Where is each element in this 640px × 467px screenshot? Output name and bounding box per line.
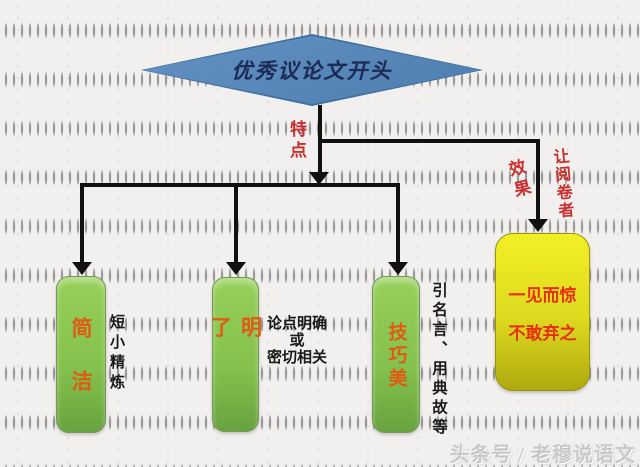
feature-box-jianjie: 简洁 [56, 276, 106, 433]
feature-box-jiqiaomei: 技巧美 [372, 276, 420, 433]
watermark: 头条号 / 老穆说语文 [449, 444, 636, 466]
feature-label: 简洁 [69, 316, 93, 423]
feature-label: 技巧美 [385, 322, 407, 391]
arrowhead-effect-icon [528, 219, 548, 232]
note-mingliao: 论点明确 或 密切相关 [259, 315, 335, 366]
result-line-2: 不敢弃之 [508, 323, 577, 343]
branch-label: 特点 [287, 120, 306, 162]
result-box: 一见而惊 不敢弃之 [495, 233, 590, 391]
note-jiqiaomei: 引名言、用典故等 [430, 282, 447, 438]
diagram-title: 优秀议论文开头 [231, 59, 393, 83]
connector-drop-3 [396, 185, 400, 262]
root-diamond: 优秀议论文开头 [141, 34, 483, 106]
note-line: 密切相关 [266, 349, 327, 366]
note-jianjie: 短小精炼 [108, 314, 124, 394]
effect-label: 效果 [504, 157, 533, 203]
connector-effect-horizontal [318, 139, 540, 143]
reader-label: 让阅卷者 [549, 147, 574, 221]
feature-label: 明了 [208, 316, 263, 377]
arrowhead-drop-2-icon [226, 262, 246, 275]
connector-drop-2 [234, 185, 238, 262]
arrowhead-root-icon [309, 172, 329, 185]
connector-distribution [80, 183, 400, 187]
root-diamond-fill: 优秀议论文开头 [143, 36, 481, 104]
connector-drop-1 [80, 185, 84, 262]
connector-root-down [318, 105, 322, 172]
result-line-1: 一见而惊 [508, 285, 577, 305]
note-line: 或 [289, 332, 305, 349]
note-line: 论点明确 [266, 315, 327, 332]
arrowhead-drop-1-icon [72, 262, 92, 275]
connector-effect-down [536, 139, 540, 219]
arrowhead-drop-3-icon [388, 262, 408, 275]
feature-box-mingliao: 明了 [209, 277, 263, 432]
